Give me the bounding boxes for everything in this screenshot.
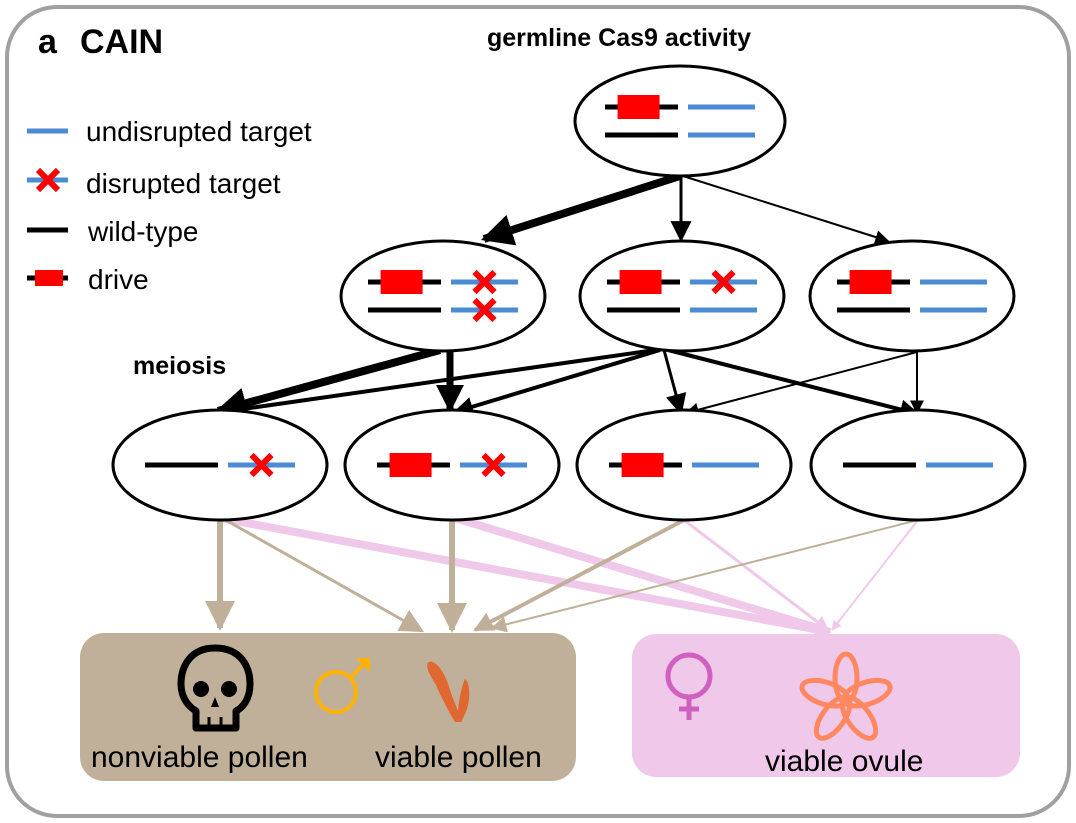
panel-frame <box>5 5 1071 818</box>
arrow-parent-to-g1 <box>480 172 682 246</box>
genotype-ellipse <box>573 64 787 178</box>
disrupted-target <box>451 297 518 323</box>
arrow-m1-to-viable-pollen <box>221 516 425 633</box>
header-germline-cas9: germline Cas9 activity <box>487 24 751 52</box>
header-meiosis: meiosis <box>133 352 226 380</box>
skull-icon <box>177 644 254 732</box>
drive-allele <box>837 270 910 294</box>
drive-allele <box>609 453 682 477</box>
arrow-g2-to-m1 <box>220 348 656 420</box>
disrupted-target-icon <box>27 167 68 193</box>
gamete-genotype-m2 <box>343 408 561 522</box>
arrow-m3-to-ovule <box>683 518 830 632</box>
disrupted-target <box>460 452 527 478</box>
gamete-genotype-m4 <box>809 408 1027 522</box>
arrow-m1-to-ovule <box>219 514 832 638</box>
genotype-ellipse <box>575 408 793 522</box>
legend-item-wildtype: wild-type <box>27 216 198 247</box>
disrupted-target <box>228 452 295 478</box>
legend-label: drive <box>88 264 149 295</box>
drive-allele <box>605 95 678 119</box>
genotype-ellipse <box>578 239 786 353</box>
drive-allele <box>368 270 441 294</box>
panel-title: CAIN <box>80 23 163 61</box>
gamete-genotype-m3 <box>575 408 793 522</box>
germline-genotype-g2 <box>578 239 786 353</box>
arrow-g3-to-m3 <box>684 351 918 417</box>
arrow-m4-to-ovule <box>831 519 919 631</box>
disrupted-target <box>451 269 518 295</box>
arrow-g1-to-m1 <box>214 346 442 419</box>
legend-label: wild-type <box>87 216 198 247</box>
arrow-g2-to-m3 <box>662 349 687 416</box>
pollen-box: nonviable pollen viable pollen <box>80 633 576 781</box>
genotype-nodes <box>111 64 1027 522</box>
nonviable-pollen-label: nonviable pollen <box>91 741 308 774</box>
female-symbol-icon <box>665 652 713 720</box>
drive-allele <box>377 453 450 477</box>
legend-item-drive: drive <box>27 264 149 295</box>
meiosis-arrows <box>214 346 924 420</box>
drive-allele <box>607 270 680 294</box>
male-symbol-icon <box>314 658 370 714</box>
gamete-genotype-m1 <box>111 408 329 522</box>
disrupted-target <box>690 269 757 295</box>
legend-label: undisrupted target <box>86 116 312 147</box>
cas9-arrows <box>480 172 890 246</box>
panel-letter: a <box>38 23 58 61</box>
legend-item-disrupted: disrupted target <box>27 167 281 199</box>
genotype-ellipse <box>809 408 1027 522</box>
drive-icon <box>27 270 68 286</box>
genotype-ellipse <box>808 239 1016 353</box>
ovule-box: viable ovule <box>632 634 1020 778</box>
germline-genotype-g1 <box>339 239 547 353</box>
fate-arrows <box>205 514 919 638</box>
viable-ovule-label: viable ovule <box>765 745 923 778</box>
arrow-m3-to-viable-pollen <box>473 518 685 632</box>
arrow-m2-to-ovule <box>453 514 832 636</box>
genotype-ellipse <box>339 239 547 353</box>
viable-pollen-label: viable pollen <box>375 741 542 774</box>
genotype-ellipse <box>343 408 561 522</box>
genotype-ellipse <box>111 408 329 522</box>
arrow-m4-to-viable-pollen <box>490 519 919 633</box>
pollen-icon <box>427 661 470 722</box>
legend-label: disrupted target <box>86 168 281 199</box>
parent-genotype <box>573 64 787 178</box>
flower-icon <box>799 651 893 741</box>
arrow-g2-to-m4 <box>667 348 920 420</box>
legend: undisrupted target disrupted target wild… <box>27 116 312 295</box>
arrow-g2-to-m2 <box>453 348 661 417</box>
arrow-parent-to-g3 <box>682 175 890 244</box>
germline-genotype-g3 <box>808 239 1016 353</box>
legend-item-undisrupted: undisrupted target <box>27 116 312 147</box>
